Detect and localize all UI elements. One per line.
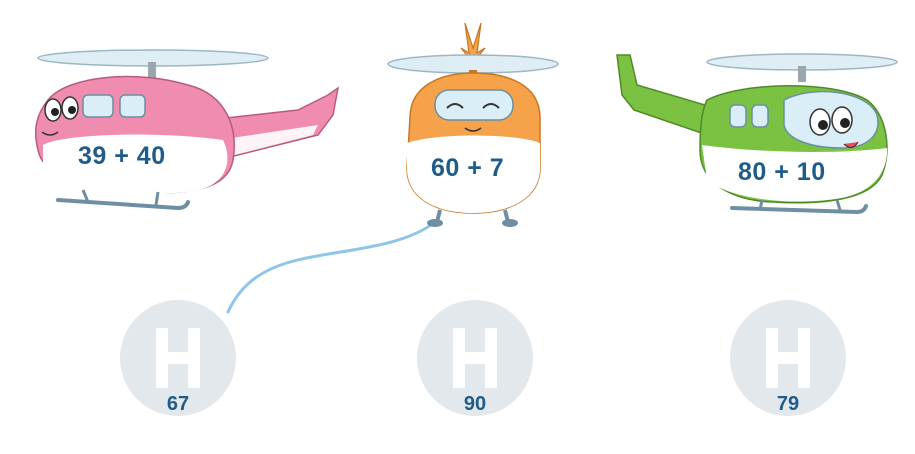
helipad-79[interactable]: 79 (718, 300, 858, 420)
helicopter-expression: 80 + 10 (738, 158, 826, 186)
helipad-icon (120, 300, 236, 416)
helicopter-expression: 60 + 7 (431, 154, 505, 182)
green-helicopter-icon (616, 53, 898, 215)
helipad-number: 90 (463, 393, 487, 415)
orange-helicopter-icon (387, 22, 559, 227)
helipad-icon (417, 300, 533, 416)
helipad-number: 67 (166, 393, 190, 415)
pink-helicopter-icon (35, 49, 340, 211)
helicopter-green[interactable]: 80 + 10 (612, 40, 898, 220)
helipad-number: 79 (776, 393, 800, 415)
helipad-67[interactable]: 67 (108, 300, 248, 420)
helicopter-pink[interactable]: 39 + 40 (28, 40, 340, 215)
helipad-icon (730, 300, 846, 416)
helicopter-orange[interactable]: 60 + 7 (385, 18, 565, 228)
helipad-90[interactable]: 90 (405, 300, 545, 420)
helicopter-expression: 39 + 40 (78, 142, 166, 170)
